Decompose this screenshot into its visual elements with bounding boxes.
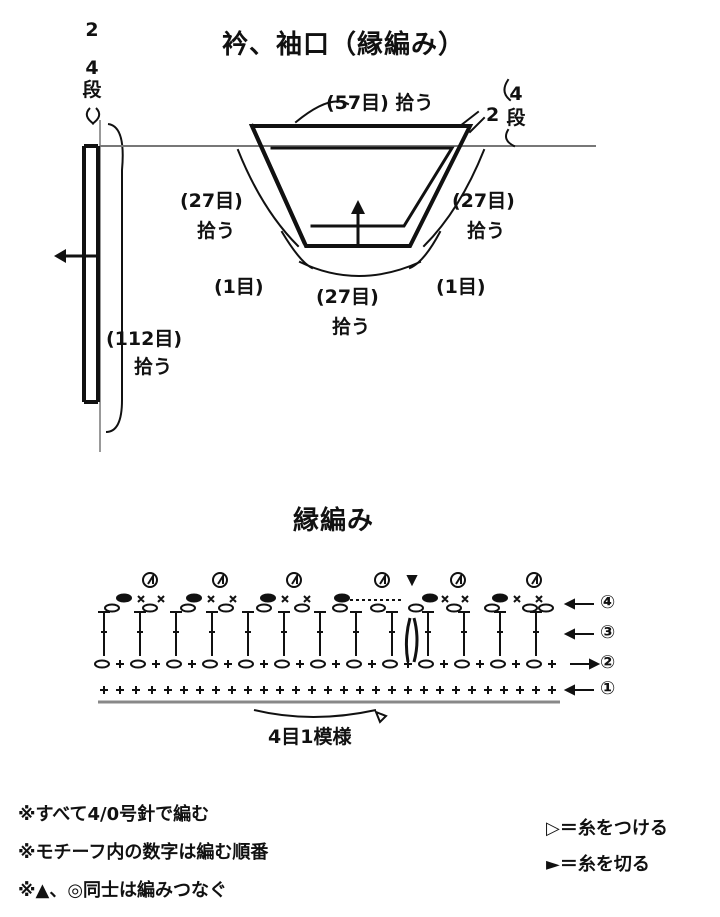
row-3-stitches — [98, 611, 542, 663]
repeat-bracket — [253, 709, 377, 718]
row-1-stitches — [100, 686, 556, 694]
collar-rows-unit: 段 — [506, 107, 526, 129]
note-motif-order: ※モチーフ内の数字は編む順番 — [18, 842, 269, 863]
rows-label-top: 2 — [85, 19, 99, 41]
row-label-2: ② — [600, 652, 616, 673]
collar-top-pick: (57目) 拾う — [326, 92, 434, 114]
row-2-stitches — [94, 659, 556, 669]
direction-arrow-up — [351, 200, 365, 214]
row-4-stitches — [104, 593, 554, 613]
direction-arrow-left — [54, 249, 66, 263]
collar-rows-num-right: 4 — [509, 83, 523, 105]
note-needle: ※すべて4/0号針で編む — [18, 804, 210, 825]
attach-thread-mark — [374, 710, 388, 724]
legend-cut-text: ＝糸を切る — [559, 854, 650, 875]
bottom-pick-word: 拾う — [332, 316, 371, 338]
right-side-pick-count: (27目) — [452, 190, 515, 212]
legend-cut: ►＝糸を切る — [546, 850, 650, 876]
band-diagram — [54, 107, 124, 452]
collar-diagram — [236, 78, 516, 277]
bottom-pick-count: (27目) — [316, 286, 379, 308]
legend-attach: ▷＝糸をつける — [546, 814, 668, 840]
motif-markers — [142, 572, 542, 588]
left-side-pick-word: 拾う — [197, 220, 236, 242]
rows-label-mid: 4 — [85, 57, 99, 79]
note-join: ※▲、◎同士は編みつなぐ — [18, 880, 228, 901]
crochet-chart — [94, 572, 601, 724]
row-label-1: ① — [600, 678, 616, 699]
band-pick-word: 拾う — [134, 356, 173, 378]
page-title: 衿、袖口（縁編み） — [222, 30, 466, 60]
row-label-4: ④ — [600, 592, 616, 613]
cut-thread-icon: ► — [546, 854, 560, 875]
legend-attach-text: ＝糸をつける — [559, 818, 668, 839]
right-side-pick-word: 拾う — [467, 220, 506, 242]
left-side-pick-count: (27目) — [180, 190, 243, 212]
corner-right-label: (1目) — [436, 276, 486, 298]
row-label-3: ③ — [600, 622, 616, 643]
band-pick-count: (112目) — [106, 328, 183, 350]
repeat-label: 4目1模様 — [268, 726, 352, 748]
rows-label-unit: 段 — [82, 79, 102, 101]
corner-left-label: (1目) — [214, 276, 264, 298]
collar-rows-num-left: 2 — [486, 104, 500, 126]
attach-thread-icon: ▷ — [546, 818, 560, 839]
row-direction-arrows — [563, 598, 601, 696]
chart-title: 縁編み — [293, 506, 375, 536]
